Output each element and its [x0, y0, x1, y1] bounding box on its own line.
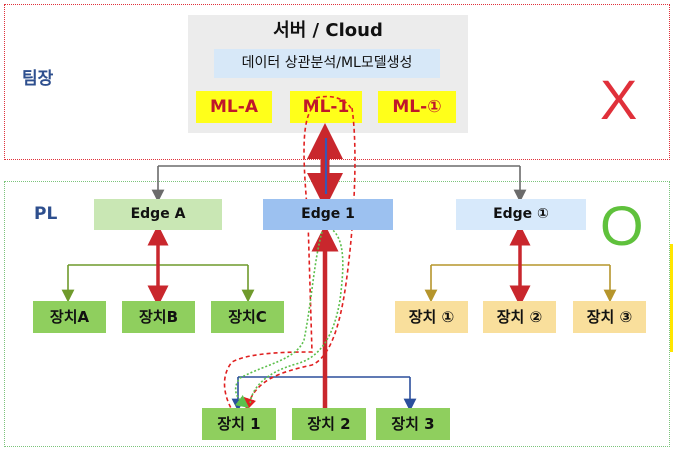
device-c: 장치C	[211, 301, 284, 333]
feedback-dashed-path	[223, 107, 356, 410]
feedback-dashed-top	[315, 95, 353, 111]
team-lead-label: 팀장	[22, 69, 54, 89]
server-to-edge-lines	[151, 165, 527, 203]
device-circled-3: 장치 ③	[573, 301, 646, 333]
analysis-bar: 데이터 상관분석/ML모델생성	[214, 49, 440, 78]
device-circled-1: 장치 ①	[395, 301, 468, 333]
model-ml-a: ML-A	[196, 91, 272, 123]
side-highlight-bar	[670, 244, 673, 352]
pl-label: PL	[34, 204, 58, 224]
device-a: 장치A	[33, 301, 106, 333]
device-1: 장치 1	[202, 408, 276, 440]
o-mark: O	[600, 194, 644, 257]
server-title: 서버 / Cloud	[273, 20, 383, 41]
edge-1-box: Edge 1	[263, 199, 393, 230]
x-mark: X	[600, 68, 638, 131]
device-circled-2: 장치 ②	[483, 301, 556, 333]
edge-a-box: Edge A	[94, 199, 222, 230]
device-3: 장치 3	[376, 408, 450, 440]
learning-dotted-path	[234, 227, 344, 404]
device-b: 장치B	[122, 301, 195, 333]
model-ml-circled-1: ML-①	[378, 91, 456, 123]
edge-circled-1-box: Edge ①	[456, 199, 586, 230]
device-2: 장치 2	[292, 408, 366, 440]
